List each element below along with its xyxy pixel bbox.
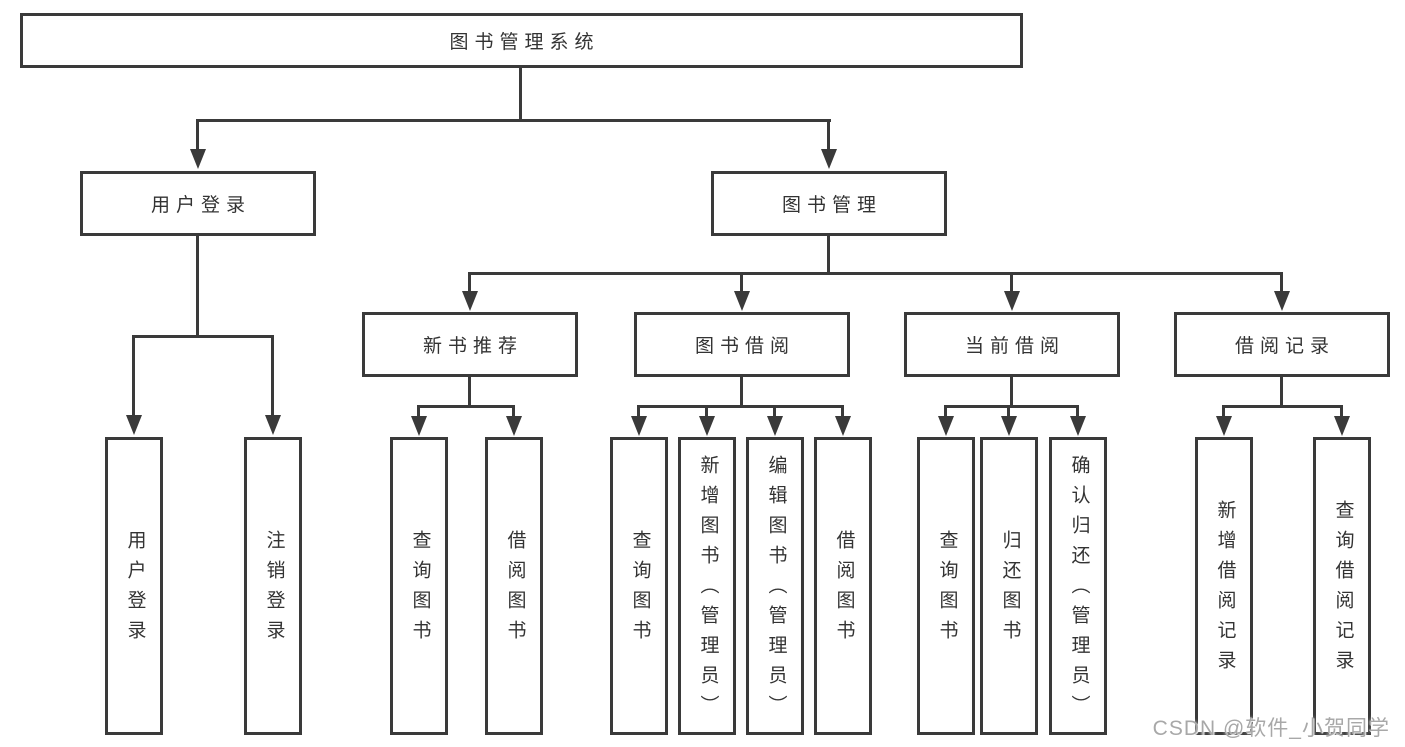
node-new-book-rec-label: 新书推荐 bbox=[422, 336, 523, 357]
arrowhead-nb-query-icon bbox=[411, 416, 427, 436]
connector-book-borrow-rail bbox=[637, 405, 844, 408]
connector-book-borrow-stem bbox=[740, 377, 743, 408]
node-book-mgmt: 图书管理 bbox=[711, 171, 947, 236]
leaf-cb-confirm-return-label: 确认归还（管理员） bbox=[1068, 455, 1090, 725]
connector-book-mgmt-stem bbox=[827, 236, 830, 275]
connector-borrow-record-rail bbox=[1222, 405, 1342, 408]
connector-book-mgmt-arrow-stem bbox=[827, 119, 830, 151]
connector-bb-borrow-arrow-stem bbox=[841, 405, 844, 419]
arrowhead-ul-logout-icon bbox=[265, 415, 281, 435]
node-book-mgmt-label: 图书管理 bbox=[781, 195, 882, 216]
connector-level2-rail bbox=[196, 119, 831, 122]
arrowhead-bb-borrow-icon bbox=[835, 416, 851, 436]
arrowhead-br-add-icon bbox=[1216, 416, 1232, 436]
connector-current-borrow-arrow-stem bbox=[1010, 272, 1013, 293]
leaf-bb-add-books-label: 新增图书（管理员） bbox=[697, 455, 719, 725]
leaf-cb-return-books: 归还图书 bbox=[980, 437, 1038, 735]
arrowhead-book-borrow-icon bbox=[734, 291, 750, 311]
connector-new-book-arrow-stem bbox=[468, 272, 471, 293]
leaf-cb-return-books-label: 归还图书 bbox=[999, 530, 1021, 650]
leaf-br-add-record-label: 新增借阅记录 bbox=[1214, 500, 1236, 680]
leaf-user-login: 用户登录 bbox=[105, 437, 163, 735]
leaf-nb-query-books: 查询图书 bbox=[390, 437, 448, 735]
node-root: 图书管理系统 bbox=[20, 13, 1023, 68]
connector-bb-add-arrow-stem bbox=[705, 405, 708, 419]
node-user-login: 用户登录 bbox=[80, 171, 316, 236]
arrowhead-cb-query-icon bbox=[938, 416, 954, 436]
leaf-bb-borrow-books-label: 借阅图书 bbox=[833, 530, 855, 650]
leaf-br-query-record: 查询借阅记录 bbox=[1313, 437, 1371, 735]
node-root-label: 图书管理系统 bbox=[449, 32, 600, 53]
connector-new-book-rail bbox=[417, 405, 515, 408]
connector-book-borrow-arrow-stem bbox=[740, 272, 743, 293]
leaf-bb-borrow-books: 借阅图书 bbox=[814, 437, 872, 735]
connector-user-login-arrow-stem bbox=[196, 119, 199, 151]
connector-borrow-record-stem bbox=[1280, 377, 1283, 408]
arrowhead-cb-return-icon bbox=[1001, 416, 1017, 436]
node-current-borrow: 当前借阅 bbox=[904, 312, 1120, 377]
connector-nb-borrow-arrow-stem bbox=[512, 405, 515, 419]
leaf-nb-borrow-books-label: 借阅图书 bbox=[504, 530, 526, 650]
leaf-bb-query-books-label: 查询图书 bbox=[629, 530, 651, 650]
arrowhead-current-borrow-icon bbox=[1004, 291, 1020, 311]
connector-bb-edit-arrow-stem bbox=[773, 405, 776, 419]
arrowhead-br-query-icon bbox=[1334, 416, 1350, 436]
leaf-logout: 注销登录 bbox=[244, 437, 302, 735]
arrowhead-bb-edit-icon bbox=[767, 416, 783, 436]
leaf-logout-label: 注销登录 bbox=[263, 530, 285, 650]
node-book-borrow-label: 图书借阅 bbox=[694, 336, 795, 357]
arrowhead-bb-add-icon bbox=[699, 416, 715, 436]
arrowhead-borrow-record-icon bbox=[1274, 291, 1290, 311]
leaf-user-login-label: 用户登录 bbox=[124, 530, 146, 650]
arrowhead-book-mgmt-icon bbox=[821, 149, 837, 169]
node-user-login-label: 用户登录 bbox=[150, 195, 251, 216]
connector-bb-query-arrow-stem bbox=[637, 405, 640, 419]
connector-ul-login-arrow-stem bbox=[132, 335, 135, 417]
leaf-nb-query-books-label: 查询图书 bbox=[409, 530, 431, 650]
arrowhead-bb-query-icon bbox=[631, 416, 647, 436]
connector-br-query-arrow-stem bbox=[1340, 405, 1343, 419]
arrowhead-user-login-icon bbox=[190, 149, 206, 169]
node-book-borrow: 图书借阅 bbox=[634, 312, 850, 377]
arrowhead-ul-login-icon bbox=[126, 415, 142, 435]
connector-borrow-record-arrow-stem bbox=[1280, 272, 1283, 293]
leaf-br-query-record-label: 查询借阅记录 bbox=[1332, 500, 1354, 680]
node-new-book-rec: 新书推荐 bbox=[362, 312, 578, 377]
connector-current-borrow-rail bbox=[944, 405, 1079, 408]
connector-user-login-stem bbox=[196, 236, 199, 337]
arrowhead-new-book-icon bbox=[462, 291, 478, 311]
leaf-nb-borrow-books: 借阅图书 bbox=[485, 437, 543, 735]
arrowhead-nb-borrow-icon bbox=[506, 416, 522, 436]
connector-ul-logout-arrow-stem bbox=[271, 335, 274, 417]
connector-root-stem bbox=[519, 68, 522, 122]
connector-new-book-stem bbox=[468, 377, 471, 408]
connector-cb-query-arrow-stem bbox=[944, 405, 947, 419]
arrowhead-cb-confirm-icon bbox=[1070, 416, 1086, 436]
connector-cb-confirm-arrow-stem bbox=[1076, 405, 1079, 419]
leaf-bb-edit-books: 编辑图书（管理员） bbox=[746, 437, 804, 735]
node-current-borrow-label: 当前借阅 bbox=[964, 336, 1065, 357]
connector-level3-rail bbox=[468, 272, 1282, 275]
leaf-cb-query-books: 查询图书 bbox=[917, 437, 975, 735]
leaf-bb-add-books: 新增图书（管理员） bbox=[678, 437, 736, 735]
csdn-watermark: CSDN @软件_小贺同学 bbox=[1152, 717, 1390, 740]
node-borrow-record-label: 借阅记录 bbox=[1234, 336, 1335, 357]
connector-current-borrow-stem bbox=[1010, 377, 1013, 408]
node-borrow-record: 借阅记录 bbox=[1174, 312, 1390, 377]
leaf-cb-confirm-return: 确认归还（管理员） bbox=[1049, 437, 1107, 735]
leaf-br-add-record: 新增借阅记录 bbox=[1195, 437, 1253, 735]
connector-user-login-rail bbox=[132, 335, 274, 338]
leaf-bb-edit-books-label: 编辑图书（管理员） bbox=[765, 455, 787, 725]
leaf-bb-query-books: 查询图书 bbox=[610, 437, 668, 735]
connector-cb-return-arrow-stem bbox=[1007, 405, 1010, 419]
connector-br-add-arrow-stem bbox=[1222, 405, 1225, 419]
connector-nb-query-arrow-stem bbox=[417, 405, 420, 419]
leaf-cb-query-books-label: 查询图书 bbox=[936, 530, 958, 650]
